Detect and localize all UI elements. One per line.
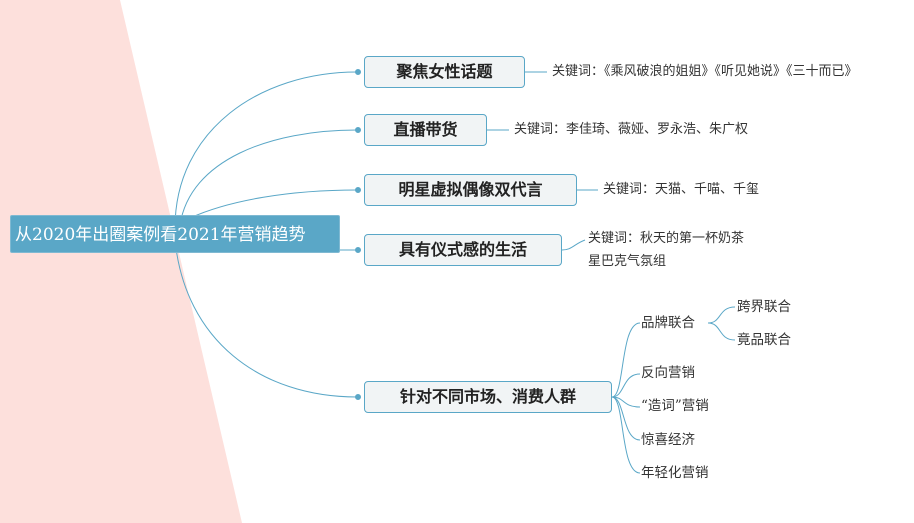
leaf-competitor-co[interactable]: 竟品联合 <box>737 332 791 348</box>
leaf-reverse-marketing[interactable]: 反向营销 <box>641 365 695 381</box>
edge-root-branch-5 <box>174 239 358 398</box>
edge-grandchild-1 <box>707 306 736 324</box>
edge-grandchild-2 <box>707 322 736 341</box>
leaf-brand-co[interactable]: 品牌联合 <box>641 315 695 331</box>
dot-branch-5 <box>355 394 361 400</box>
dot-branch-3 <box>355 187 361 193</box>
root-node[interactable]: 从2020年出圈案例看2021年营销趋势 <box>10 215 340 253</box>
leaf-youth-marketing[interactable]: 年轻化营销 <box>641 465 709 481</box>
edge-root-branch-2 <box>179 129 358 226</box>
branch-markets[interactable]: 针对不同市场、消费人群 <box>364 381 612 413</box>
edge-kw-4 <box>561 239 586 251</box>
edge-child-2 <box>611 373 641 398</box>
keywords-live-streaming: 关键词：李佳琦、薇娅、罗永浩、朱广权 <box>514 122 749 137</box>
keywords-ritual-life-line1: 关键词：秋天的第一杯奶茶 <box>588 231 745 246</box>
edge-root-branch-1 <box>174 71 358 229</box>
dot-branch-2 <box>355 127 361 133</box>
edge-child-1 <box>611 322 641 398</box>
branch-live-streaming[interactable]: 直播带货 <box>364 114 487 146</box>
keywords-virtual-idol: 关键词：天猫、千喵、千玺 <box>603 182 760 197</box>
branch-female-topics[interactable]: 聚焦女性话题 <box>364 56 525 88</box>
keywords-female-topics: 关键词：《乘风破浪的姐姐》《听见她说》《三十而已》 <box>552 64 858 79</box>
edge-child-5 <box>611 396 641 474</box>
branch-ritual-life[interactable]: 具有仪式感的生活 <box>364 234 562 266</box>
dot-branch-4 <box>355 247 361 253</box>
dot-branch-1 <box>355 69 361 75</box>
edge-root-branch-3 <box>189 189 358 219</box>
branch-virtual-idol[interactable]: 明星虚拟偶像双代言 <box>364 174 577 206</box>
leaf-crossover[interactable]: 跨界联合 <box>737 299 791 315</box>
keywords-ritual-life-line2: 星巴克气氛组 <box>588 254 667 269</box>
leaf-word-coining[interactable]: “造词”营销 <box>641 398 709 414</box>
leaf-surprise-economy[interactable]: 惊喜经济 <box>641 432 695 448</box>
